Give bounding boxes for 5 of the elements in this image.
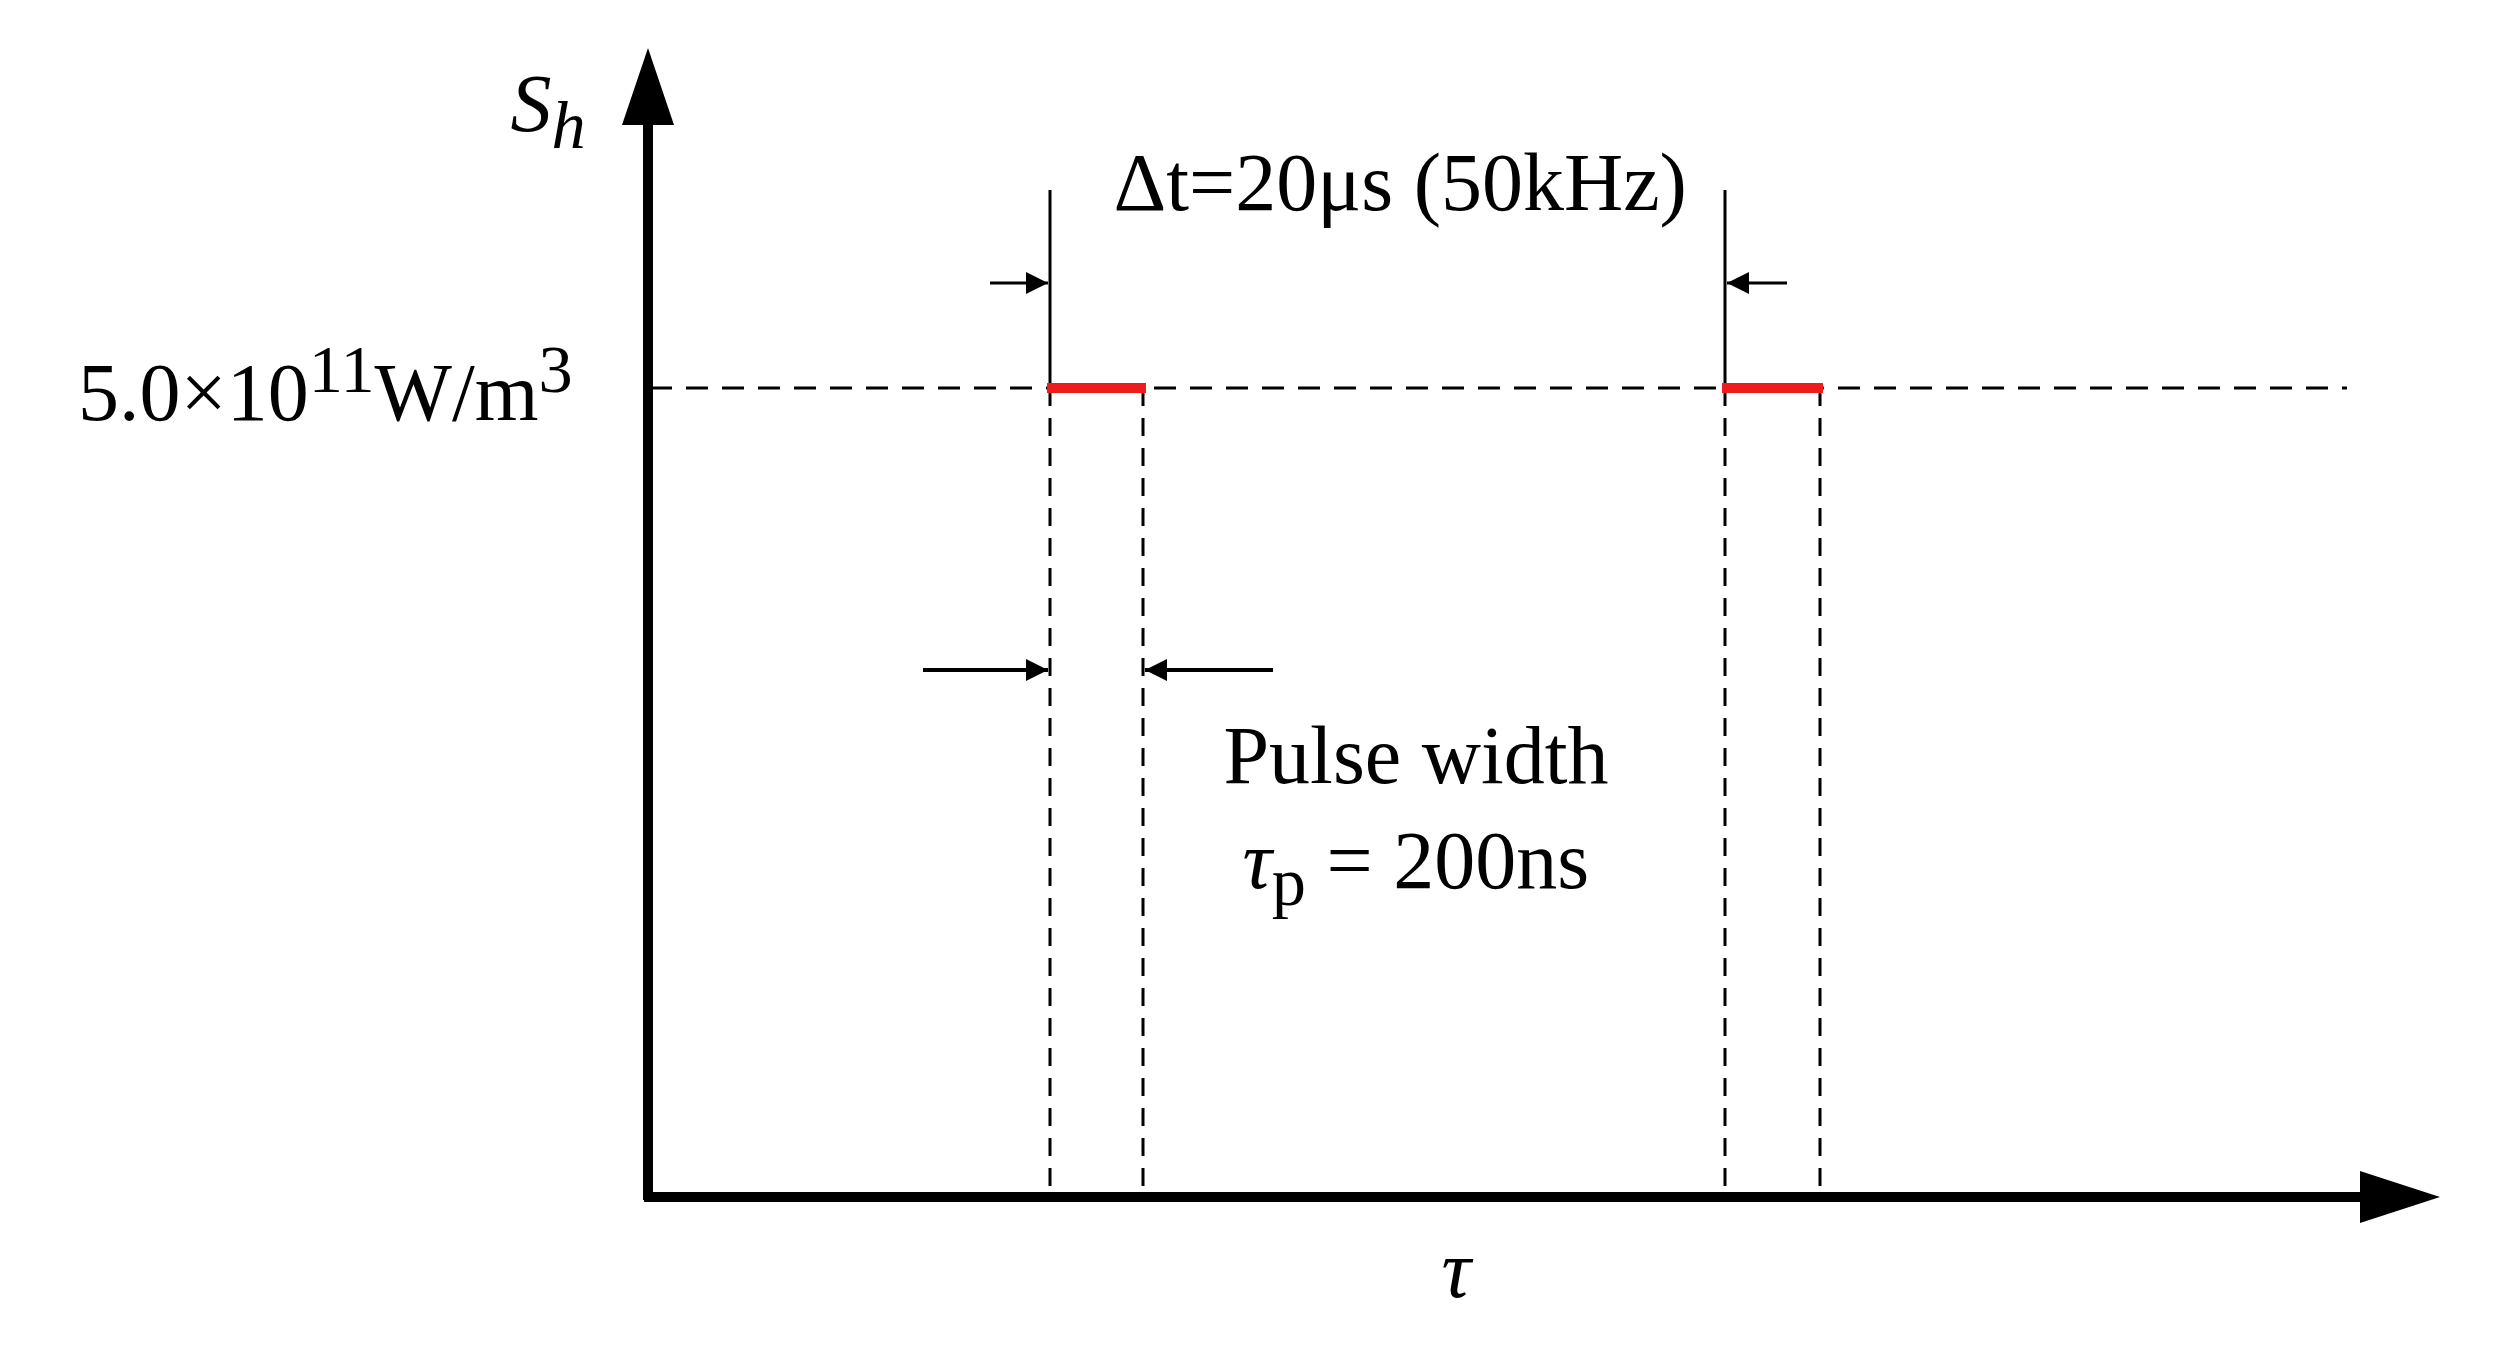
axis-label: S$_{h}$ <box>510 58 586 164</box>
level-label: 5.0×10$^{11}$W/m$^{3}$ <box>78 331 573 438</box>
dimension-label: τ$_{p}$ = 200ns <box>1242 815 1590 921</box>
dimension-label: Pulse width <box>1223 711 1609 802</box>
dimension-label: Δt=20μs (50kHz) <box>1113 138 1687 229</box>
